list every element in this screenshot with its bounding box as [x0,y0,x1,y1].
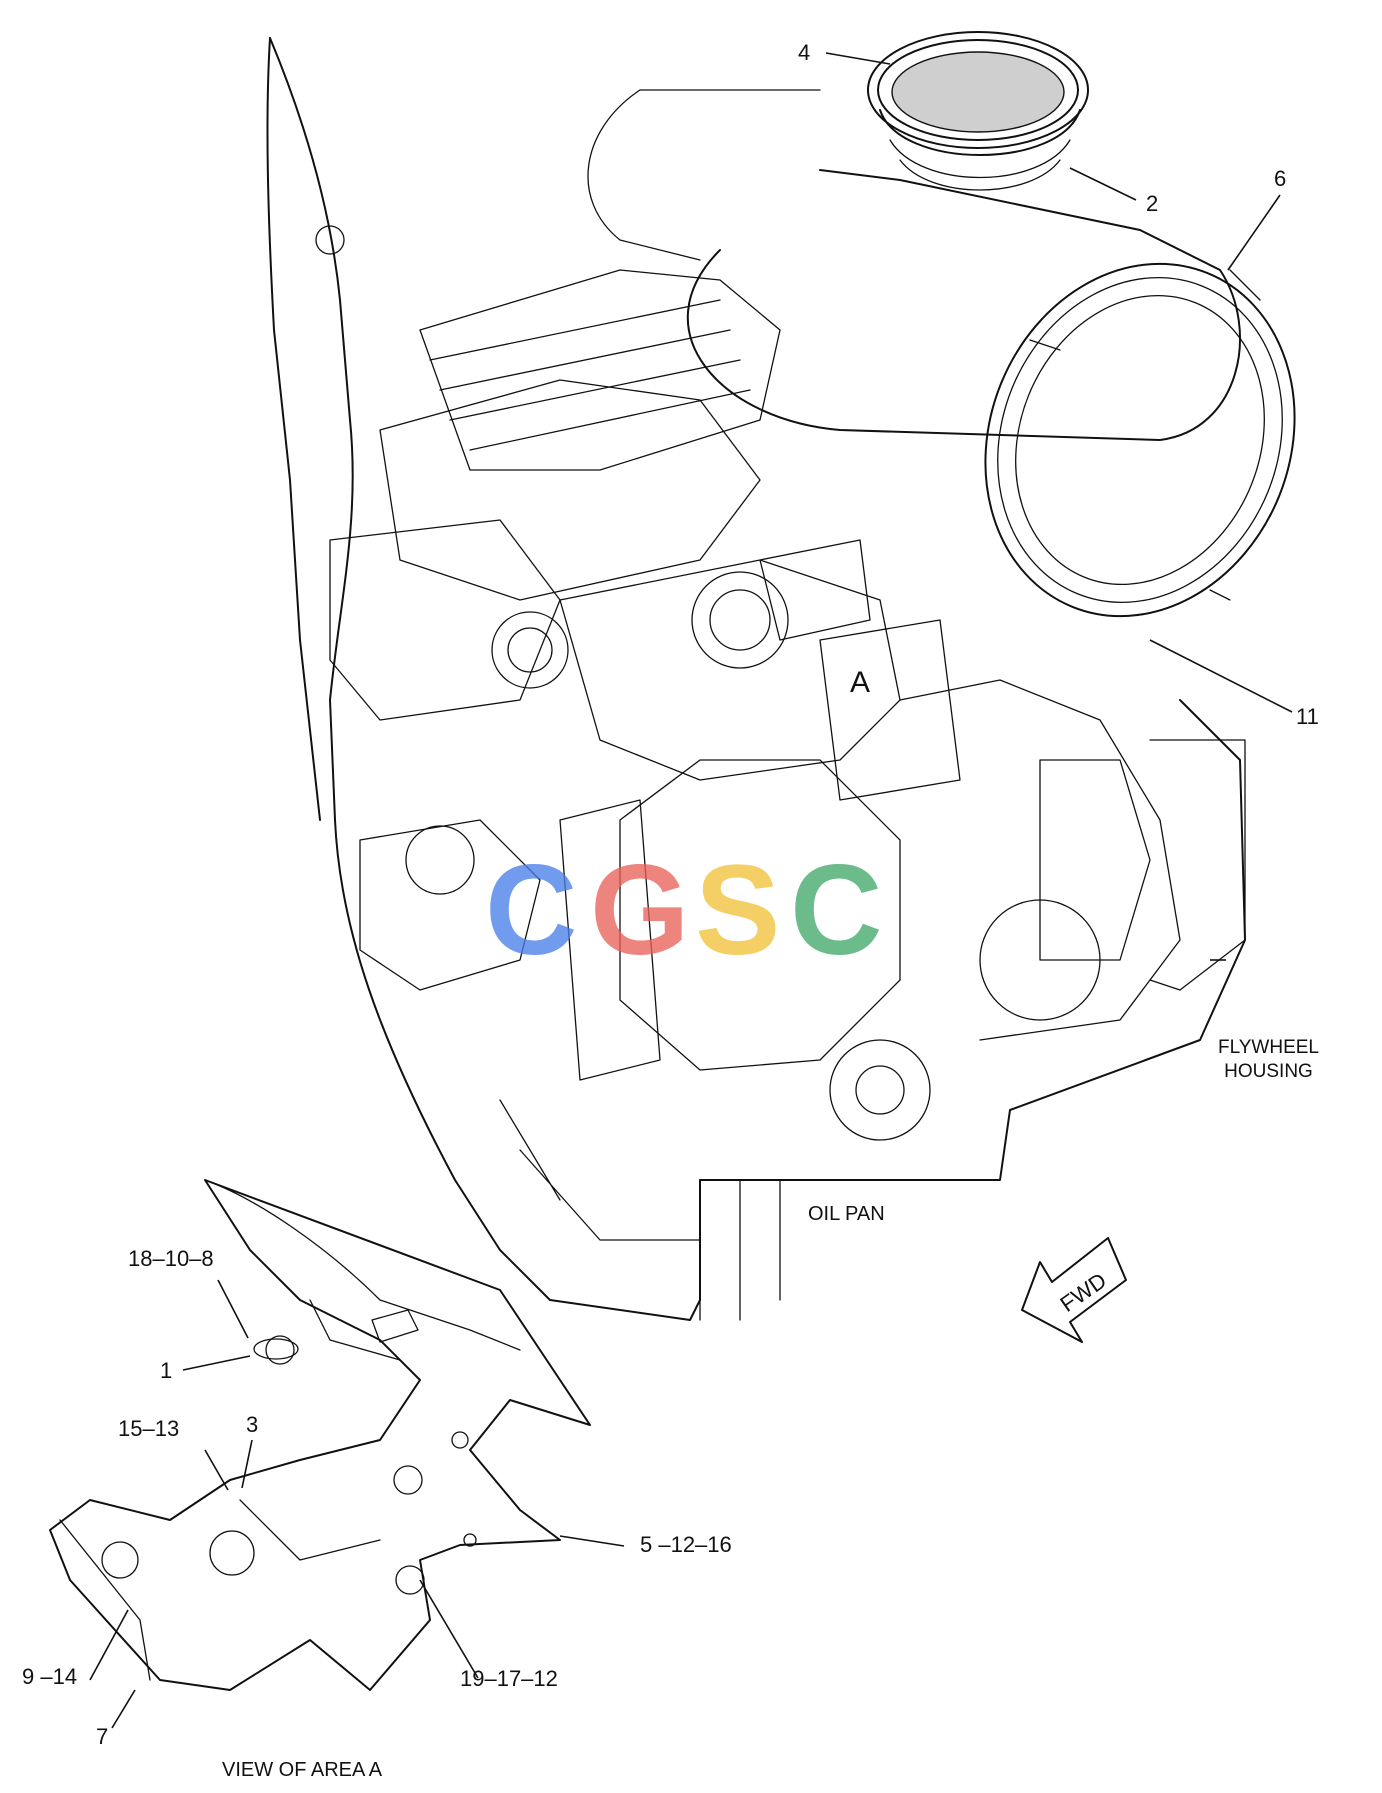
watermark-letter-3: S [695,842,780,972]
engine-block-outline [266,37,1246,1321]
cgsc-watermark-logo: C G S C [485,839,905,982]
callout-11: 11 [1296,704,1319,729]
callout-3: 3 [246,1412,259,1437]
forward-arrow [1021,1237,1127,1343]
area-a-bracket [49,1179,591,1691]
watermark-letter-1: C [485,842,577,972]
flywheel-housing-label: FLYWHEEL HOUSING [1218,1037,1320,1082]
callout-4: 4 [798,40,811,65]
fwd-label: FWD [1056,1268,1111,1317]
callout-1: 1 [160,1358,173,1383]
watermark-letter-4: C [790,842,882,972]
oil-pan-label: OIL PAN [808,1203,885,1225]
area-a-marker: A [850,666,870,699]
watermark-letter-2: G [590,842,690,972]
callout-15-13: 15–13 [118,1416,180,1441]
view-caption: VIEW OF AREA A [222,1759,383,1781]
callout-7: 7 [96,1724,109,1749]
air-inlet-cap [867,31,1089,191]
callout-9-14: 9 –14 [22,1664,78,1689]
callout-6: 6 [1274,166,1287,191]
leader-lines [89,52,1293,1729]
air-cleaner [587,89,1296,618]
callout-2: 2 [1146,191,1159,216]
callout-18-10-8: 18–10–8 [128,1246,214,1271]
callout-5-12-16: 5 –12–16 [640,1532,732,1557]
callout-19-17-12: 19–17–12 [460,1666,558,1691]
